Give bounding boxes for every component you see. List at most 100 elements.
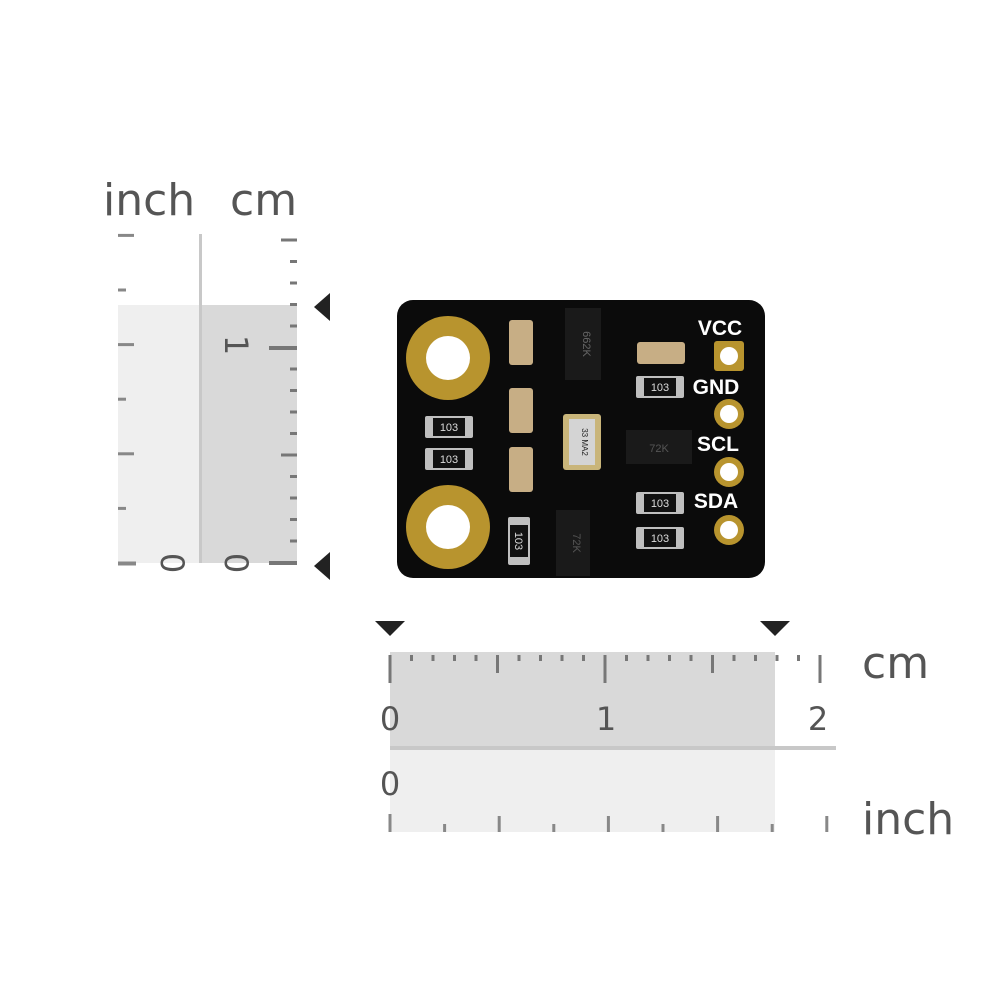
transistor: [556, 510, 590, 576]
left-marker-icon: [375, 621, 405, 636]
cm-tick: [582, 655, 585, 661]
resistor: 103: [636, 492, 684, 514]
pin-label-gnd: GND: [693, 376, 740, 399]
transistor-marking: 72K: [570, 533, 582, 553]
resistor: 103: [636, 527, 684, 549]
resistor: 103: [508, 517, 530, 565]
pin-sda: [714, 515, 744, 545]
resistor-face: [433, 450, 465, 468]
regulator-ic: [565, 308, 601, 380]
resistor-marking: 103: [651, 382, 669, 394]
pin-vcc: [714, 341, 744, 371]
unit-label-inch: inch: [862, 794, 954, 845]
top-marker-icon: [314, 293, 330, 321]
pin-label-vcc: VCC: [698, 317, 742, 340]
bottom-marker-icon: [314, 552, 330, 580]
inch-zero-label: 0: [380, 765, 400, 803]
ruler-divider: [199, 234, 202, 563]
inch-tick: [770, 824, 774, 832]
cm-shade: [390, 652, 775, 748]
cm-tick: [281, 238, 297, 242]
resistor-face: [433, 418, 465, 436]
cm-tick: [290, 539, 297, 543]
cm-tick: [290, 475, 297, 478]
cm-tick: [290, 518, 297, 521]
cm-tick: [560, 655, 564, 661]
cm-tick: [775, 655, 779, 661]
mounting-hole-top: [406, 316, 490, 400]
inch-tick: [118, 452, 134, 456]
inch-shade: [390, 748, 775, 832]
mounting-hole-bottom: [406, 485, 490, 569]
cm-tick: [668, 655, 671, 661]
ruler-divider: [390, 746, 836, 750]
inch-tick: [552, 824, 556, 832]
horizontal-ruler: 0 1 2 0 cm inch: [375, 621, 954, 845]
resistor: 103: [425, 416, 473, 438]
sensor-marking: 33 MA2: [580, 428, 589, 456]
inch-tick: [497, 816, 501, 832]
cm-tick: [290, 324, 297, 328]
cm-tick: [603, 655, 607, 683]
inch-zero-label: 0: [153, 553, 191, 573]
capacitor: [637, 342, 685, 364]
cm-tick: [453, 655, 456, 661]
unit-label-cm: cm: [862, 638, 929, 689]
resistor-marking: 103: [512, 532, 524, 550]
vertical-ticks: [118, 233, 297, 566]
inch-tick: [825, 816, 829, 832]
cm-tick: [290, 260, 297, 263]
inch-shade: [118, 305, 200, 563]
cm-tick: [290, 389, 297, 392]
pin-label-sda: SDA: [694, 490, 738, 513]
inch-tick: [118, 506, 126, 510]
cm-tick: [269, 346, 297, 350]
inch-tick: [118, 561, 136, 566]
unit-label-inch: inch: [103, 175, 195, 226]
cm-tick: [290, 432, 297, 435]
resistors: 103 103 103 103 103 103: [425, 376, 684, 565]
cm-tick: [646, 655, 650, 661]
cm-tick: [818, 655, 822, 683]
cm-tick: [517, 655, 521, 661]
inch-tick: [606, 816, 610, 832]
cm-tick: [269, 561, 297, 565]
cm-tick: [539, 655, 542, 661]
inch-tick: [118, 397, 126, 401]
inch-tick: [661, 824, 665, 832]
resistor-marking: 103: [651, 498, 669, 510]
cm-tick: [732, 655, 736, 661]
cm-tick: [625, 655, 628, 661]
capacitor: [509, 320, 533, 365]
cm-tick: [290, 496, 297, 500]
resistor-marking: 103: [440, 422, 458, 434]
resistor-marking: 103: [440, 454, 458, 466]
resistor-face: [644, 494, 676, 512]
pin-scl: [714, 457, 744, 487]
vertical-ruler: inch cm 0 0 1: [103, 175, 330, 580]
cm-tick: [474, 655, 478, 661]
cm-label-2: 2: [808, 700, 828, 738]
transistor-marking: 72K: [649, 443, 669, 455]
pin-label-scl: SCL: [697, 433, 739, 456]
resistor: 103: [425, 448, 473, 470]
resistor-marking: 103: [651, 533, 669, 545]
cm-tick: [754, 655, 757, 661]
cm-tick: [410, 655, 413, 661]
horizontal-ticks: [388, 655, 829, 832]
resistor-face: [510, 525, 528, 557]
resistor-face: [644, 378, 676, 396]
unit-label-cm: cm: [230, 175, 297, 226]
cm-tick: [431, 655, 435, 661]
cm-one-label: 1: [217, 335, 255, 355]
pin-gnd: [714, 399, 744, 429]
cm-label-1: 1: [596, 700, 616, 738]
cm-tick: [290, 367, 297, 371]
cm-tick: [290, 281, 297, 285]
inch-tick: [443, 824, 447, 832]
cm-zero-label: 0: [217, 553, 255, 573]
sensor-lid: [569, 419, 595, 465]
cm-tick: [388, 655, 392, 683]
